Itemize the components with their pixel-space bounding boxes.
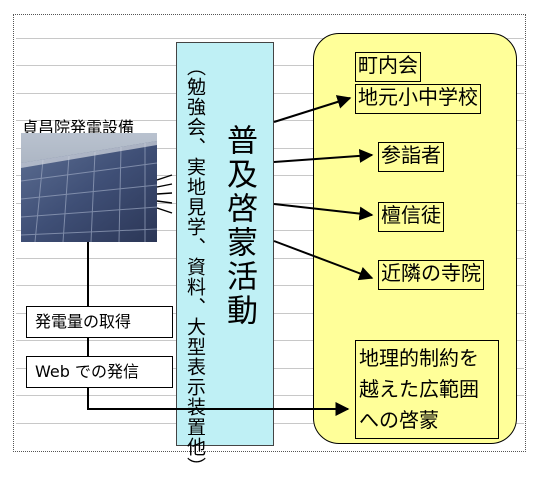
outreach-box bbox=[176, 42, 274, 446]
short-arrow bbox=[156, 183, 173, 188]
arrow-to-community bbox=[273, 95, 352, 123]
power-acquisition-box: 発電量の取得 bbox=[26, 306, 173, 338]
target-wide-area: 地理的制約を 越えた広範囲 への啓蒙 bbox=[355, 340, 499, 439]
arrow-to-visitors bbox=[273, 148, 374, 163]
short-arrow bbox=[156, 207, 173, 214]
target-community: 町内会 bbox=[355, 52, 421, 82]
solar-panel-photo bbox=[21, 133, 157, 242]
diagram-canvas: 貞昌院発電設備 bbox=[13, 14, 526, 477]
short-arrow bbox=[156, 192, 173, 195]
arrow-to-danka bbox=[273, 203, 374, 221]
photo-connectors bbox=[156, 174, 173, 214]
target-temples: 近隣の寺院 bbox=[378, 260, 484, 290]
outreach-title: 普及啓蒙活動 bbox=[221, 124, 257, 328]
target-visitors: 参詣者 bbox=[378, 142, 444, 172]
target-wide-line: への啓蒙 bbox=[359, 408, 439, 432]
target-wide-line: 越えた広範囲 bbox=[359, 377, 479, 401]
web-publish-box: Web での発信 bbox=[26, 356, 173, 388]
outreach-arrows bbox=[273, 95, 374, 281]
target-wide-line: 地理的制約を bbox=[359, 346, 479, 370]
web-arrow bbox=[87, 242, 350, 416]
short-arrow bbox=[156, 174, 173, 181]
ruled-line bbox=[16, 38, 524, 39]
outreach-detail: （勉強会、実地見学、資料、大型表示装置他） bbox=[184, 57, 206, 477]
short-arrow bbox=[156, 200, 173, 204]
arrow-to-temples bbox=[273, 240, 374, 281]
connector-layer bbox=[87, 95, 374, 416]
target-school: 地元小中学校 bbox=[355, 84, 481, 114]
target-danka: 檀信徒 bbox=[378, 202, 444, 232]
photo-caption: 貞昌院発電設備 bbox=[22, 118, 135, 137]
